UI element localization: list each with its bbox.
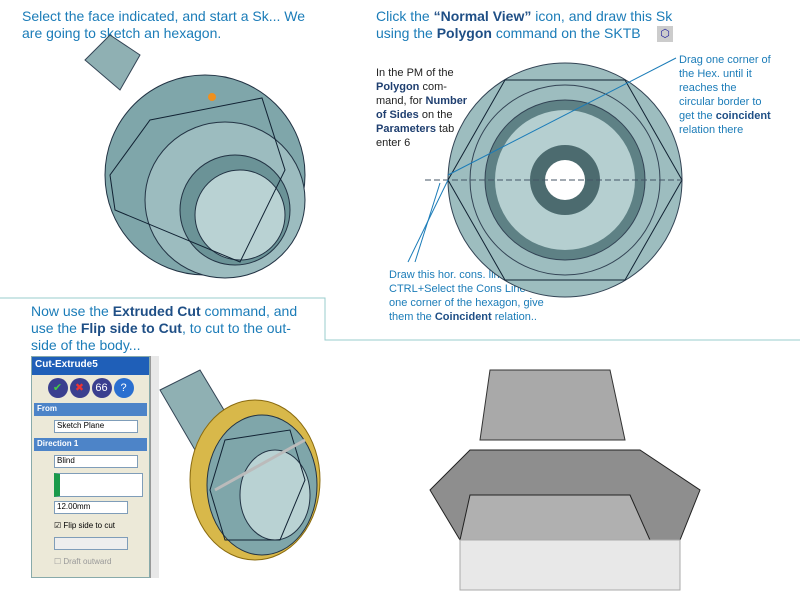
pm-scrollbar[interactable] (150, 356, 159, 578)
direction1-section-header[interactable]: Direction 1 (34, 438, 147, 451)
part-image-4-result (429, 369, 701, 591)
cancel-button[interactable]: ✖ (69, 378, 90, 398)
from-section-header[interactable]: From (34, 403, 147, 416)
selected-face-marker (208, 93, 216, 101)
direction-reference-field[interactable] (54, 473, 143, 497)
pm-title: Cut-Extrude5 (32, 357, 149, 375)
draft-angle-input[interactable] (54, 537, 128, 550)
detailed-preview-button[interactable]: 66 (91, 378, 112, 398)
property-manager: Cut-Extrude5 ✔✖66? From Sketch Plane Dir… (31, 356, 150, 578)
step1-instruction: Select the face indicated, and start a S… (22, 8, 306, 41)
depth-input[interactable]: 12.00mm (54, 501, 128, 514)
part-image-1 (84, 34, 306, 279)
from-select[interactable]: Sketch Plane (54, 420, 138, 433)
help-button[interactable]: ? (113, 378, 134, 398)
end-condition-select[interactable]: Blind (54, 455, 138, 468)
ok-button[interactable]: ✔ (47, 378, 68, 398)
polygon-tool-icon: ⬡ (657, 26, 673, 42)
part-image-3-extrude (159, 369, 321, 561)
section-divider (0, 297, 800, 341)
step2-instruction: Click the “Normal View” icon, and draw t… (376, 8, 673, 41)
draft-outward-checkbox[interactable]: ☐ Draft outward (54, 557, 112, 566)
flip-side-checkbox[interactable]: ☑ Flip side to cut (54, 521, 115, 530)
part-image-2-normal-view (407, 57, 683, 298)
